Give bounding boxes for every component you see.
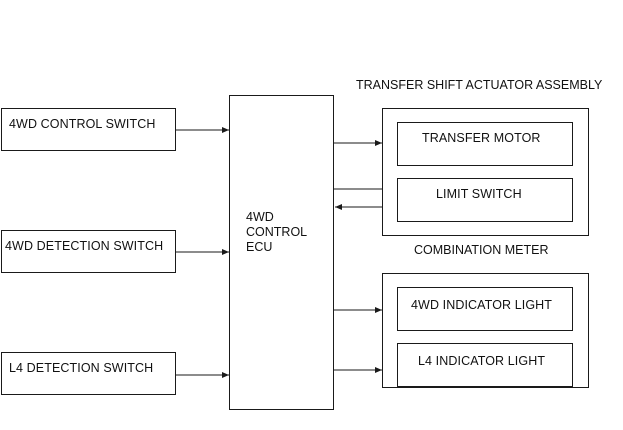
input-box-detection-switch: 4WD DETECTION SWITCH bbox=[1, 230, 176, 273]
group-title-actuator: TRANSFER SHIFT ACTUATOR ASSEMBLY bbox=[356, 78, 603, 92]
item-box-transfer-motor: TRANSFER MOTOR bbox=[397, 122, 573, 166]
input-box-control-switch: 4WD CONTROL SWITCH bbox=[1, 108, 176, 151]
group-box-meter: 4WD INDICATOR LIGHT L4 INDICATOR LIGHT bbox=[382, 273, 589, 388]
group-title-meter: COMBINATION METER bbox=[414, 243, 549, 257]
input-box-l4-detection-switch: L4 DETECTION SWITCH bbox=[1, 352, 176, 395]
item-box-4wd-indicator: 4WD INDICATOR LIGHT bbox=[397, 287, 573, 331]
item-label: L4 INDICATOR LIGHT bbox=[418, 354, 546, 368]
item-label: LIMIT SWITCH bbox=[436, 187, 522, 201]
ecu-label-line3: ECU bbox=[246, 240, 273, 254]
item-box-limit-switch: LIMIT SWITCH bbox=[397, 178, 573, 222]
item-box-l4-indicator: L4 INDICATOR LIGHT bbox=[397, 343, 573, 387]
input-label: 4WD CONTROL SWITCH bbox=[9, 117, 156, 131]
input-label: 4WD DETECTION SWITCH bbox=[5, 239, 164, 253]
ecu-label-line2: CONTROL bbox=[246, 225, 308, 239]
group-box-actuator: TRANSFER MOTOR LIMIT SWITCH bbox=[382, 108, 589, 236]
item-label: TRANSFER MOTOR bbox=[422, 131, 541, 145]
input-label: L4 DETECTION SWITCH bbox=[9, 361, 154, 375]
item-label: 4WD INDICATOR LIGHT bbox=[411, 298, 553, 312]
ecu-box: 4WD CONTROL ECU bbox=[229, 95, 334, 410]
ecu-label-line1: 4WD bbox=[246, 210, 274, 224]
